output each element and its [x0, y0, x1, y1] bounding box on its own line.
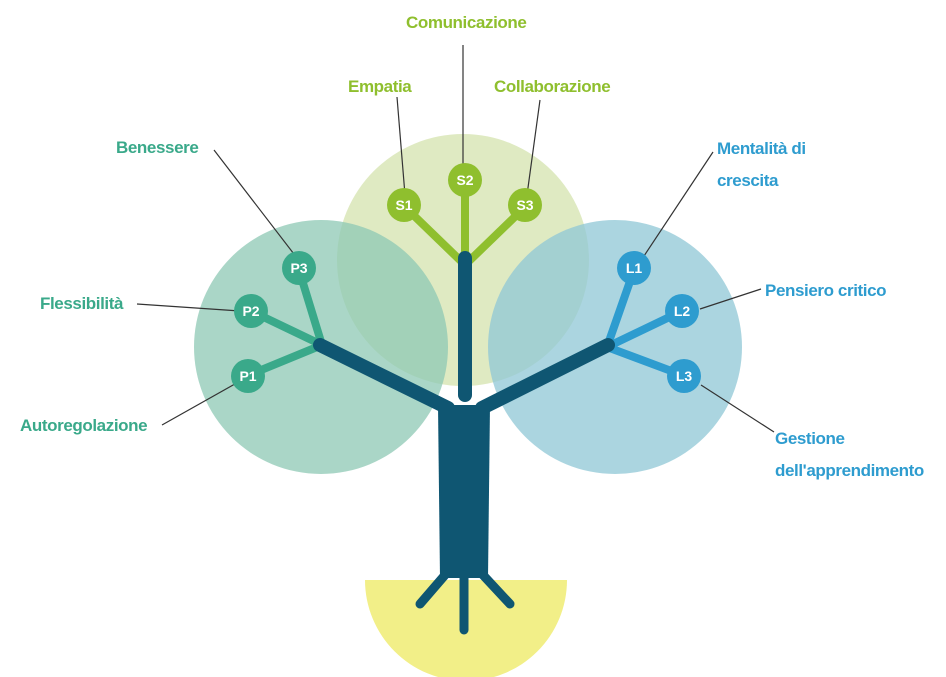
label-comunicazione: Comunicazione: [406, 13, 527, 32]
badge-l3: L3: [667, 359, 701, 393]
label-pensiero-critico: Pensiero critico: [765, 281, 887, 300]
svg-text:P2: P2: [242, 303, 259, 319]
svg-text:S2: S2: [456, 172, 473, 188]
badge-s2: S2: [448, 163, 482, 197]
svg-text:L3: L3: [676, 368, 693, 384]
svg-text:L1: L1: [626, 260, 643, 276]
svg-text:S1: S1: [395, 197, 412, 213]
badge-p2: P2: [234, 294, 268, 328]
badge-s3: S3: [508, 188, 542, 222]
badge-l1: L1: [617, 251, 651, 285]
label-gestione-line2: dell'apprendimento: [775, 461, 924, 480]
svg-text:L2: L2: [674, 303, 691, 319]
tree-trunk: [313, 251, 615, 635]
label-collaborazione: Collaborazione: [494, 77, 611, 96]
label-autoregolazione: Autoregolazione: [20, 416, 148, 435]
svg-text:P3: P3: [290, 260, 307, 276]
label-connectors: [136, 45, 775, 433]
badge-p3: P3: [282, 251, 316, 285]
badge-p1: P1: [231, 359, 265, 393]
label-gestione-line1: Gestione: [775, 429, 845, 448]
label-mentalita-line2: crescita: [717, 171, 779, 190]
label-empatia: Empatia: [348, 77, 412, 96]
badge-l2: L2: [665, 294, 699, 328]
label-flessibilita: Flessibilità: [40, 294, 124, 313]
label-mentalita-line1: Mentalità di: [717, 139, 806, 158]
badge-s1: S1: [387, 188, 421, 222]
svg-text:P1: P1: [239, 368, 256, 384]
label-benessere: Benessere: [116, 138, 199, 157]
svg-text:S3: S3: [516, 197, 533, 213]
